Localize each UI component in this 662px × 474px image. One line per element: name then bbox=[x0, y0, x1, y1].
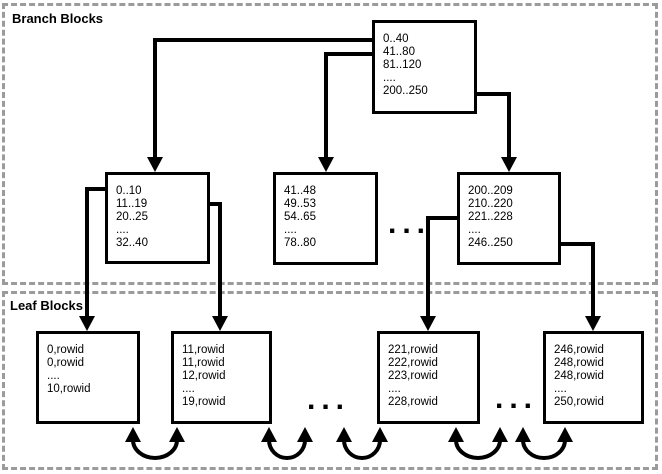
box-line: 248,rowid bbox=[554, 370, 604, 382]
box-line: 223,rowid bbox=[388, 370, 438, 382]
box-line: 11,rowid bbox=[182, 357, 225, 369]
box-line: .... bbox=[47, 370, 60, 382]
branch-block-middle: 41..48 49..53 54..65 .... 78..80 bbox=[273, 172, 378, 265]
box-line: 0,rowid bbox=[47, 344, 85, 356]
box-line: .... bbox=[388, 383, 401, 395]
leaf-ellipsis-left: ... bbox=[307, 383, 351, 416]
root-branch-block: 0..40 41..80 81..120 .... 200..250 bbox=[372, 20, 477, 114]
box-line: .... bbox=[468, 224, 481, 236]
box-line: 250,rowid bbox=[554, 396, 604, 408]
box-line: 200..209 bbox=[468, 185, 513, 197]
box-line: 222,rowid bbox=[388, 357, 438, 369]
branch-block-left: 0..10 11..19 20..25 .... 32..40 bbox=[105, 172, 210, 264]
box-line: .... bbox=[182, 383, 195, 395]
branch-blocks-region bbox=[2, 3, 658, 285]
box-line: 221..228 bbox=[468, 211, 513, 223]
leaf-blocks-region bbox=[2, 291, 658, 470]
leaf-block-2: 11,rowid 11,rowid 12,rowid .... 19,rowid bbox=[171, 331, 272, 424]
box-line: 41..80 bbox=[383, 46, 415, 58]
leaf-block-3: 221,rowid 222,rowid 223,rowid .... 228,r… bbox=[377, 331, 480, 424]
box-line: 210..220 bbox=[468, 198, 513, 210]
box-line: .... bbox=[284, 224, 297, 236]
box-line: 221,rowid bbox=[388, 344, 438, 356]
box-line: 246,rowid bbox=[554, 344, 604, 356]
box-line: 246..250 bbox=[468, 237, 513, 249]
leaf-ellipsis-right: ... bbox=[495, 382, 539, 415]
branch-blocks-label: Branch Blocks bbox=[12, 11, 104, 26]
box-line: 11..19 bbox=[116, 198, 148, 210]
box-line: 78..80 bbox=[284, 237, 316, 249]
box-line: 0..40 bbox=[383, 33, 409, 45]
branch-ellipsis: ... bbox=[388, 207, 432, 240]
leaf-block-1: 0,rowid 0,rowid .... 10,rowid bbox=[36, 331, 140, 424]
leaf-block-4: 246,rowid 248,rowid 248,rowid .... 250,r… bbox=[543, 331, 644, 424]
box-line: 12,rowid bbox=[182, 370, 226, 382]
box-line: 0..10 bbox=[116, 185, 142, 197]
box-line: .... bbox=[116, 224, 129, 236]
box-line: 248,rowid bbox=[554, 357, 604, 369]
leaf-blocks-label: Leaf Blocks bbox=[10, 298, 83, 313]
box-line: 0,rowid bbox=[47, 357, 85, 369]
box-line: 54..65 bbox=[284, 211, 316, 223]
box-line: 20..25 bbox=[116, 211, 148, 223]
box-line: 81..120 bbox=[383, 59, 422, 71]
box-line: 10,rowid bbox=[47, 383, 91, 395]
box-line: .... bbox=[554, 383, 567, 395]
box-line: 11,rowid bbox=[182, 344, 225, 356]
box-line: 41..48 bbox=[284, 185, 316, 197]
box-line: 200..250 bbox=[383, 85, 428, 97]
box-line: 19,rowid bbox=[182, 396, 226, 408]
box-line: 49..53 bbox=[284, 198, 316, 210]
box-line: .... bbox=[383, 72, 396, 84]
box-line: 228,rowid bbox=[388, 396, 438, 408]
branch-block-right: 200..209 210..220 221..228 .... 246..250 bbox=[457, 172, 561, 265]
box-line: 32..40 bbox=[116, 237, 148, 249]
